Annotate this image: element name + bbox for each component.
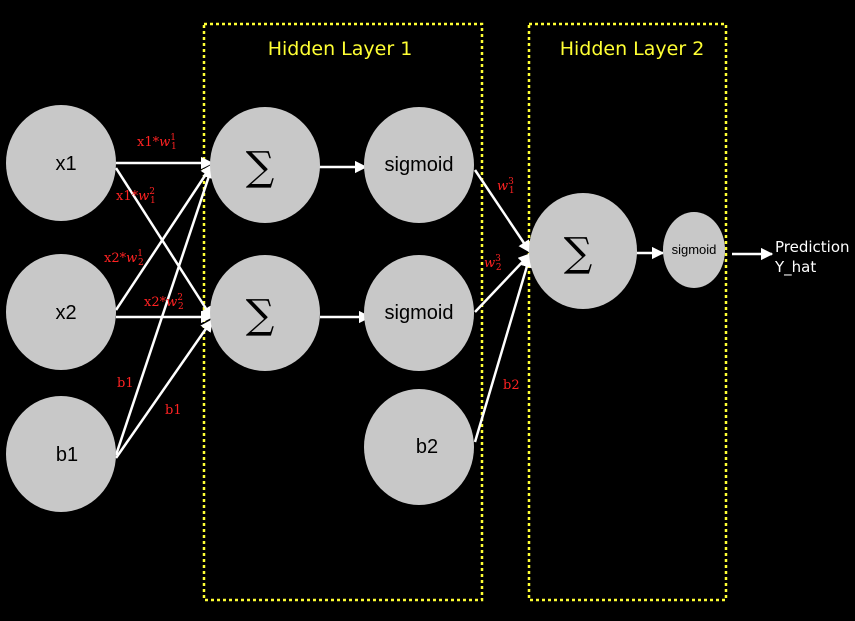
hidden-layer-1-title: Hidden Layer 1: [268, 38, 413, 60]
edge-sigmoid1-sum3: [473, 169, 532, 254]
node-sigmoid-out-label: sigmoid: [672, 242, 717, 257]
edge-b2-sum3: [473, 254, 533, 443]
node-b1: b1: [6, 396, 116, 512]
node-b2: b2: [364, 389, 474, 505]
node-sum3-label: ∑: [564, 230, 593, 276]
node-sum1-label: ∑: [246, 144, 275, 190]
edge-x1-sum2: [114, 167, 214, 320]
edge-b1-sum2: [114, 318, 214, 459]
node-sigmoid2: sigmoid: [364, 255, 474, 371]
node-sigmoid2-label: sigmoid: [385, 302, 454, 324]
node-sigmoid1: sigmoid: [364, 107, 474, 223]
node-x2-label: x2: [55, 302, 76, 324]
prediction-label: Prediction: [775, 238, 850, 256]
node-x1: x1: [6, 105, 116, 221]
weight-label-b1-b: b1: [165, 403, 182, 418]
hidden-layer-1-box: [202, 22, 484, 602]
node-sum2-label: ∑: [246, 292, 275, 338]
weight-label-b1-a: b1: [117, 376, 134, 391]
hidden-layer-2-box: [527, 22, 728, 602]
node-sum2: ∑: [210, 255, 320, 371]
edge-x2-sum1: [114, 163, 214, 311]
node-sigmoid-out: sigmoid: [663, 212, 725, 288]
node-sum3: ∑: [529, 193, 637, 309]
node-sum1: ∑: [210, 107, 320, 223]
node-sigmoid1-label: sigmoid: [385, 154, 454, 176]
node-b2-label: b2: [416, 436, 438, 458]
y-hat-label: Y_hat: [774, 258, 816, 277]
edge-b1-sum1: [114, 165, 215, 456]
weight-label-b2: b2: [503, 378, 520, 393]
node-x2: x2: [6, 254, 116, 370]
hidden-layer-2-title: Hidden Layer 2: [560, 38, 705, 60]
node-b1-label: b1: [56, 444, 78, 466]
node-x1-label: x1: [55, 153, 76, 175]
